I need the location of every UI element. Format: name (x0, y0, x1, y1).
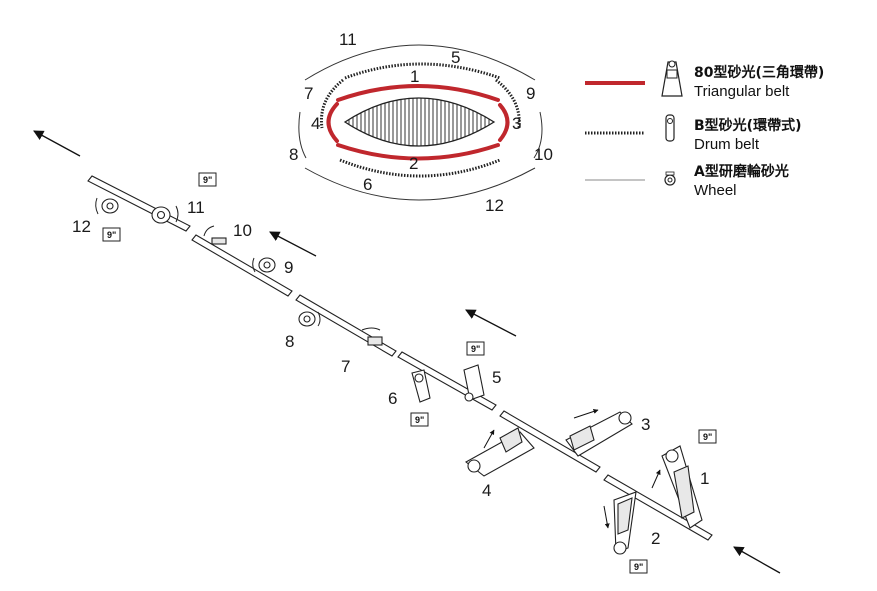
station-9-wheel (252, 257, 276, 273)
ring-label-9: 9 (526, 84, 535, 103)
size-tag-box-6 (629, 559, 648, 574)
station-label-11: 11 (187, 198, 205, 217)
feed-arrow-2 (269, 231, 317, 257)
ring-label-1: 1 (410, 67, 419, 86)
station-label-2: 2 (651, 529, 660, 548)
size-tag-2: 9" (107, 230, 116, 240)
ring-label-8: 8 (289, 145, 298, 164)
ring-label-12: 12 (485, 196, 504, 215)
workpiece-segment-e (499, 410, 601, 473)
legend: 80型砂光(三角環帶) Triangular belt B型砂光(環帶式) Dr… (585, 60, 824, 199)
ring-label-4: 4 (311, 114, 320, 133)
station-10-drum (203, 225, 227, 245)
ring-3-arc (498, 103, 510, 142)
ring-9-arc (495, 78, 521, 129)
station-3-triangle (565, 409, 633, 457)
station-label-1: 1 (700, 469, 709, 488)
stations (95, 197, 703, 555)
station-label-8: 8 (285, 332, 294, 351)
feed-arrow-3 (465, 309, 517, 337)
size-tags: 9" 9" 9" 9" 9" 9" (102, 172, 717, 574)
ring-label-2: 2 (409, 154, 418, 173)
workpiece-section (343, 97, 496, 147)
ring-schematic: 1 2 3 4 5 6 7 8 9 10 11 12 (289, 30, 553, 215)
station-label-10: 10 (233, 221, 252, 240)
workpiece-segment-b (191, 234, 293, 297)
station-6-drum (411, 369, 431, 403)
size-tag-box-5 (698, 429, 717, 444)
station-label-9: 9 (284, 258, 293, 277)
feed-arrow-1 (33, 130, 81, 157)
wheel-sander-icon (664, 171, 676, 186)
size-tag-1: 9" (203, 175, 212, 185)
station-label-4: 4 (482, 481, 491, 500)
station-label-12: 12 (72, 217, 91, 236)
workpiece-segment-f (603, 474, 713, 541)
size-tag-5: 9" (703, 432, 712, 442)
station-label-7: 7 (341, 357, 350, 376)
station-labels: 1 2 3 4 5 6 7 8 9 10 11 12 (72, 198, 709, 548)
size-tag-6: 9" (634, 562, 643, 572)
station-8-wheel (298, 311, 321, 327)
feed-arrow-4 (733, 546, 781, 574)
workpiece-segments (87, 175, 713, 541)
ring-5-arc (344, 62, 501, 80)
station-label-6: 6 (388, 389, 397, 408)
legend-drum-en: Drum belt (694, 136, 760, 153)
station-label-5: 5 (492, 368, 501, 387)
triangle-sander-icon (661, 60, 683, 97)
station-1-triangle (651, 445, 703, 529)
ring-label-10: 10 (534, 145, 553, 164)
legend-triangular-en: Triangular belt (694, 83, 790, 100)
station-label-3: 3 (641, 415, 650, 434)
legend-drum-zh: B型砂光(環帶式) (694, 117, 801, 134)
legend-triangular-zh: 80型砂光(三角環帶) (694, 64, 824, 81)
drum-sander-icon (665, 114, 675, 142)
station-5-drum (463, 364, 485, 402)
size-tag-box-3 (466, 341, 485, 356)
legend-wheel-en: Wheel (694, 182, 737, 199)
legend-wheel-zh: A型研磨輪砂光 (694, 163, 789, 180)
size-tag-box-2 (102, 227, 121, 242)
station-4-triangle (465, 427, 535, 477)
ring-8-arc (298, 111, 307, 159)
ring-6-arc (339, 158, 501, 178)
ring-10-arc (533, 111, 543, 159)
station-7-drum (361, 327, 383, 346)
size-tag-3: 9" (471, 344, 480, 354)
ring-label-11: 11 (339, 30, 357, 49)
feed-arrows (33, 130, 781, 574)
ring-label-6: 6 (363, 175, 372, 194)
size-tag-box-4 (410, 412, 429, 427)
ring-12-arc (304, 167, 536, 201)
size-tag-box-1 (198, 172, 217, 187)
station-12-wheel (95, 197, 119, 215)
ring-label-3: 3 (512, 114, 521, 133)
ring-2-arc (336, 143, 500, 161)
ring-label-5: 5 (451, 48, 460, 67)
station-11-wheel (151, 205, 179, 224)
station-2-triangle (603, 491, 637, 555)
ring-11-arc (304, 44, 536, 81)
ring-label-7: 7 (304, 84, 313, 103)
ring-7-arc (319, 78, 344, 129)
ring-4-arc (326, 102, 339, 143)
size-tag-4: 9" (415, 415, 424, 425)
ring-1-arc (336, 84, 500, 102)
